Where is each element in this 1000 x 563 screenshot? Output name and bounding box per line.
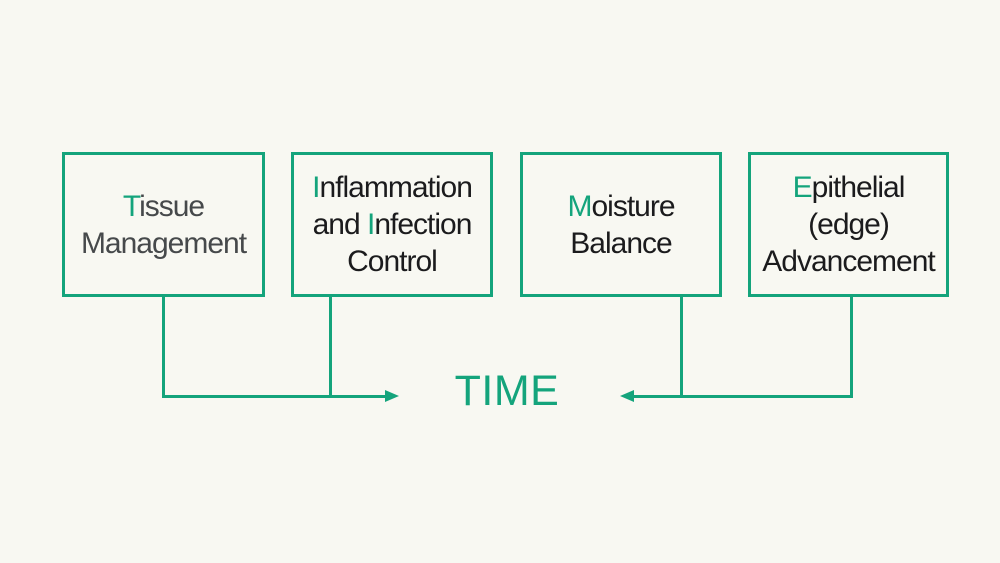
connector-right-horizontal-line [633,395,853,398]
box-text-segment: Management [80,226,247,260]
accent-letter: E [792,171,813,204]
connector-epithelial-vertical-line [850,297,853,397]
box-text-segment: Control [347,245,438,278]
box-text-line: Inflammation [312,169,473,206]
box-text-line: Control [347,243,438,280]
connector-left-horizontal-line [162,395,386,398]
box-text-segment: Advancement [762,245,935,278]
box-text-segment: Balance [570,226,672,260]
connector-tissue-vertical-line [162,297,165,397]
box-text-segment: pithelial [811,171,906,204]
box-text-line: Moisture [567,188,675,225]
accent-letter: M [567,189,592,223]
connector-inflammation-vertical-line [329,297,332,397]
arrowhead-left-icon [620,390,634,402]
box-text-line: and Infection [312,206,473,243]
time-label: TIME [454,367,560,415]
box-text-segment: oisture [591,189,675,223]
box-text-line: Tissue [122,188,205,225]
box-text-segment: (edge) [808,208,890,241]
box-text-segment: and [312,208,367,241]
connector-moisture-vertical-line [680,297,683,397]
box-text-line: (edge) [808,206,890,243]
arrowhead-right-icon [385,390,399,402]
box-text-line: Balance [570,225,672,262]
accent-letter: I [312,171,320,204]
accent-letter: T [122,189,140,223]
box-text-segment: nfection [374,208,472,241]
box-epithelial-edge-advancement: Epithelial(edge)Advancement [748,152,949,297]
box-text-segment: issue [139,189,205,223]
box-text-line: Management [80,225,247,262]
accent-letter: I [366,208,375,241]
box-text-line: Epithelial [792,169,906,206]
box-text-line: Advancement [762,243,935,280]
box-text-segment: nflammation [319,171,472,204]
